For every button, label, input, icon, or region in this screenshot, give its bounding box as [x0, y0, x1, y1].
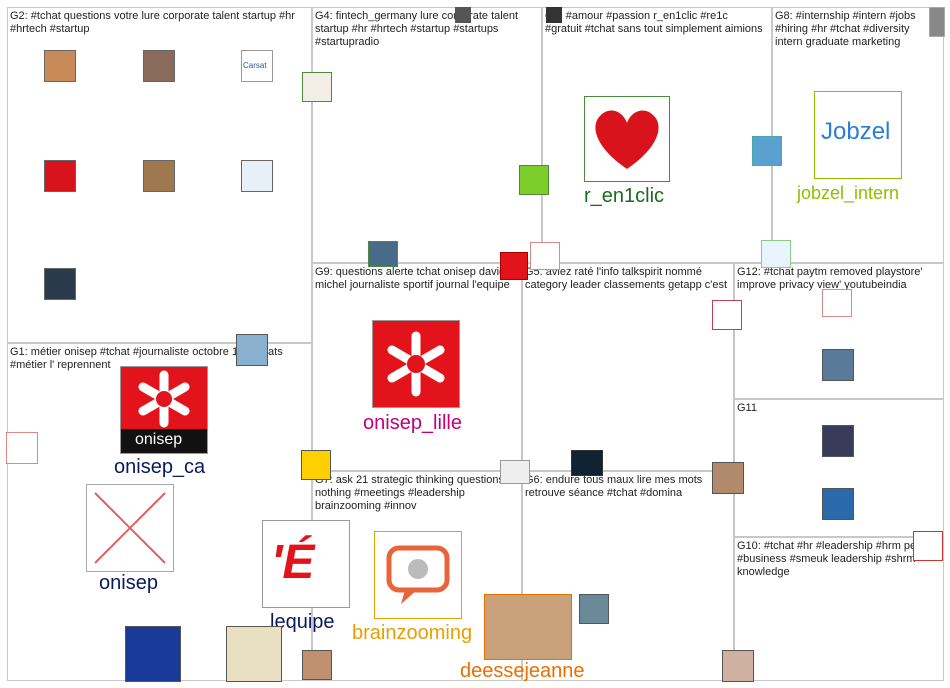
- broken-image-icon[interactable]: [822, 289, 852, 317]
- getapp-logo-icon[interactable]: [571, 450, 603, 476]
- logo-icon[interactable]: [241, 160, 273, 192]
- onisep-small-icon[interactable]: [500, 252, 528, 280]
- logo-icon[interactable]: [822, 488, 854, 520]
- butterfly-icon[interactable]: [500, 460, 530, 484]
- rainbow-flag-icon[interactable]: [752, 136, 782, 166]
- avatar-icon[interactable]: [579, 594, 609, 624]
- jobzel-logo-text: Jobzel: [821, 118, 891, 145]
- carsat-logo-icon[interactable]: Carsat: [241, 50, 273, 82]
- avatar-icon[interactable]: [455, 7, 471, 23]
- avatar-icon[interactable]: [929, 7, 945, 37]
- avatar-icon[interactable]: [236, 334, 268, 366]
- lequipe-label: lequipe: [270, 611, 335, 633]
- onisep-broken-image-icon[interactable]: [86, 484, 174, 572]
- onisep-ca-logo-icon[interactable]: onisep: [120, 366, 208, 454]
- group-label: G10: #tchat #hr #leadership #hrm people …: [737, 540, 937, 578]
- avatar-icon[interactable]: [143, 160, 175, 192]
- onisep-ca-label: onisep_ca: [114, 456, 206, 478]
- lequipe-logo-text: 'É: [271, 536, 315, 589]
- group-label: G2: #tchat questions votre lure corporat…: [10, 10, 295, 35]
- onisep-ca-logo-text: onisep: [135, 431, 183, 448]
- france-bleu-logo-icon[interactable]: [125, 626, 181, 682]
- group-panel-g10: G10: #tchat #hr #leadership #hrm people …: [734, 537, 944, 681]
- onisep-small-icon[interactable]: [301, 450, 331, 480]
- group-label: G6: endure tous maux lire mes mots retro…: [525, 474, 703, 499]
- onisep-label: onisep: [99, 572, 158, 594]
- skull-avatar-icon[interactable]: [302, 72, 332, 102]
- group-label: G1: métier onisep #tchat #journaliste oc…: [10, 346, 283, 371]
- broken-image-icon[interactable]: [6, 432, 38, 464]
- talkspirit-logo-icon[interactable]: [712, 300, 742, 330]
- broken-image-icon[interactable]: [530, 242, 560, 270]
- lequipe-logo-icon[interactable]: 'É: [262, 520, 350, 608]
- logo-icon[interactable]: [44, 268, 76, 300]
- group-label: G12: #tchat paytm removed playstore' imp…: [737, 266, 923, 291]
- logo-icon[interactable]: [44, 160, 76, 192]
- r-en1clic-heart-icon[interactable]: [584, 96, 670, 182]
- onisep-lille-label: onisep_lille: [363, 412, 462, 434]
- avatar-icon[interactable]: [143, 50, 175, 82]
- group-label: G4: fintech_germany lure corporate talen…: [315, 10, 519, 48]
- group-panel-g5: G5: aviez raté l'info talkspirit nommé c…: [522, 263, 734, 471]
- group-panel-g4: G4: fintech_germany lure corporate talen…: [312, 7, 542, 263]
- group-label: G11: [737, 402, 757, 414]
- brainzooming-label: brainzooming: [352, 622, 473, 644]
- avatar-icon[interactable]: [226, 626, 282, 682]
- chevron-logo-icon[interactable]: [913, 531, 943, 561]
- avatar-icon[interactable]: [302, 650, 332, 680]
- group-label: G8: #internship #intern #jobs #hiring #h…: [775, 10, 916, 48]
- group-label: G7: ask 21 strategic thinking questions …: [315, 474, 504, 512]
- group-label: G9: questions alerte tchat onisep david …: [315, 266, 510, 291]
- deessejeanne-label: deessejeanne: [460, 660, 585, 682]
- avatar-icon[interactable]: [822, 349, 854, 381]
- avatar-icon[interactable]: [546, 7, 562, 23]
- brainzooming-logo-icon[interactable]: [374, 531, 462, 619]
- group-label: G3: #amour #passion r_en1clic #re1c #gra…: [545, 10, 763, 35]
- deessejeanne-avatar-icon[interactable]: [484, 594, 572, 660]
- group-label: G5: aviez raté l'info talkspirit nommé c…: [525, 266, 728, 291]
- avatar-icon[interactable]: [712, 462, 744, 494]
- jobzel-logo-icon[interactable]: Jobzel: [814, 91, 902, 179]
- onisep-lille-logo-icon[interactable]: [372, 320, 460, 408]
- avatar-icon[interactable]: [44, 50, 76, 82]
- avatar-icon[interactable]: [368, 241, 398, 267]
- lime-avatar-icon[interactable]: [519, 165, 549, 195]
- avatar-icon[interactable]: [822, 425, 854, 457]
- avatar-icon[interactable]: [722, 650, 754, 682]
- jobzel-intern-label: jobzel_intern: [797, 183, 900, 203]
- r-en1clic-label: r_en1clic: [584, 185, 665, 207]
- avatar-icon[interactable]: [761, 240, 791, 268]
